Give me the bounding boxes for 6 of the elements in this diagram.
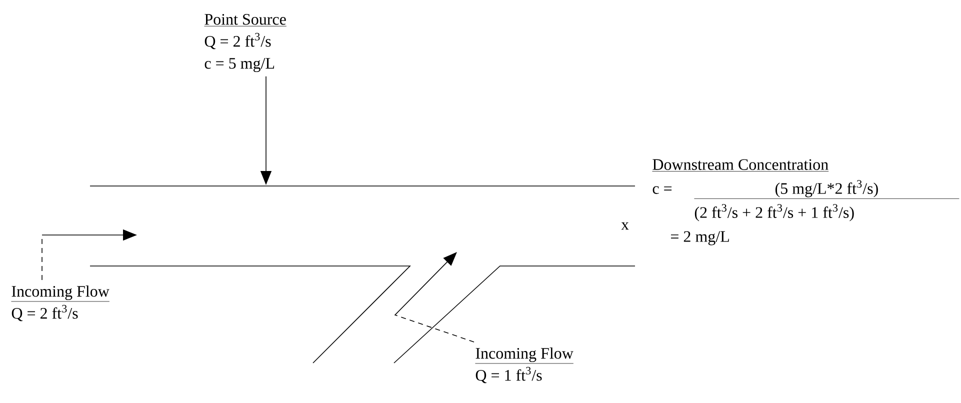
arrow [394, 252, 474, 342]
location-mark: x [621, 222, 629, 230]
source-label: Point Source Q = 2 ft$^{3}$/s c = 5 mg/L [204, 14, 287, 72]
formula-block: Downstream Concentration c = (5 mg/L*2 ft$^{3}$/s) (2 ft$^{3}$/s + 2 ft$^{3}$/s + 1 ft$^{3}$/s) = 2 mg/L [652, 159, 960, 246]
flow-label: Incoming Flow Q = 2 ft$^{3}$/s [11, 286, 110, 322]
flow-label: Incoming Flow Q = 1 ft$^{3}$/s [475, 347, 574, 384]
